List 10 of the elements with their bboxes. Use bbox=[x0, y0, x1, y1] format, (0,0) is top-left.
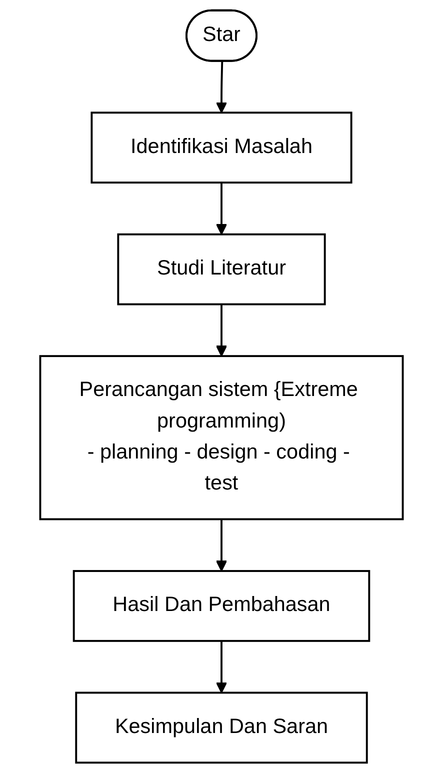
arrow bbox=[216, 640, 228, 694]
arrow bbox=[216, 519, 228, 572]
arrow bbox=[216, 61, 228, 114]
node-box: Kesimpulan Dan Saran bbox=[75, 692, 368, 764]
node-box: Studi Literatur bbox=[117, 233, 326, 306]
node-box: Perancangan sistem {Extreme programming) - planning - design - coding - test bbox=[39, 355, 404, 520]
arrow bbox=[216, 304, 228, 357]
arrow bbox=[216, 182, 228, 235]
node-box: Identifikasi Masalah bbox=[90, 112, 352, 184]
node-box: Hasil Dan Pembahasan bbox=[72, 570, 370, 642]
